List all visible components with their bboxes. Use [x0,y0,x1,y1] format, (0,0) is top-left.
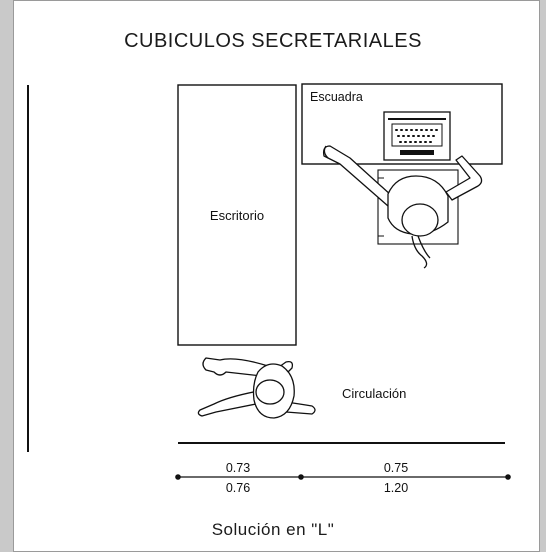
dimension-line [175,474,511,480]
typewriter-icon [383,111,451,161]
circulacion-label: Circulación [342,386,406,401]
right-dimension-min: 0.75 [384,461,408,475]
drawing-caption: Solución en "L" [211,520,335,539]
escritorio-label: Escritorio [210,208,264,223]
escuadra-label: Escuadra [310,90,363,104]
right-scan-border [540,0,546,552]
walking-person-figure [197,357,316,419]
left-scan-border [0,0,13,552]
drawing-frame [13,0,540,552]
chair-icon [377,169,459,245]
seated-secretary-figure [322,145,483,269]
left-dimension-min: 0.73 [226,461,250,475]
escritorio-desk [177,84,297,346]
drawing-title: CUBICULOS SECRETARIALES [124,30,422,52]
left-dimension-max: 0.76 [226,481,250,495]
left-dimension: 0.73 0.76 [226,461,250,495]
right-dimension: 0.75 1.20 [384,461,408,495]
right-dimension-max: 1.20 [384,481,408,495]
escuadra-return [301,83,503,165]
